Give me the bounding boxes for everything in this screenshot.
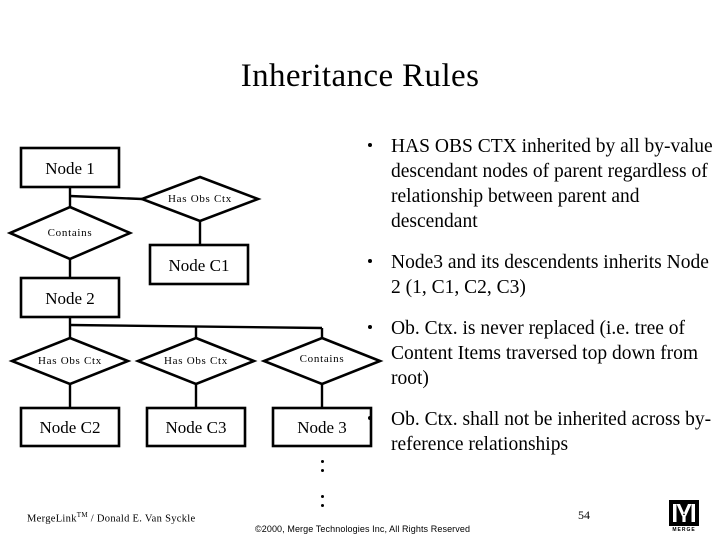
relation-diamond-hasobsctx-3 bbox=[134, 336, 258, 386]
node-label-node2: Node 2 bbox=[45, 289, 95, 308]
node-label-nodec2: Node C2 bbox=[39, 418, 101, 437]
relation-label-hasobsctx-1: Has Obs Ctx bbox=[168, 193, 232, 205]
merge-logo: MERGE bbox=[669, 500, 703, 534]
footer-author: MergeLinkTM / Donald E. Van Syckle bbox=[27, 511, 195, 525]
relation-diamond-hasobsctx-2 bbox=[8, 336, 132, 386]
bullet-item: HAS OBS CTX inherited by all by-value de… bbox=[360, 134, 718, 234]
page-title: Inheritance Rules bbox=[240, 58, 480, 94]
diagram-connectors bbox=[6, 146, 384, 448]
bullet-dot-icon bbox=[368, 416, 372, 420]
bullet-text: Ob. Ctx. is never replaced (i.e. tree of… bbox=[391, 318, 699, 389]
node-box-nodec3 bbox=[145, 406, 247, 448]
node-box-node1 bbox=[19, 146, 121, 189]
relation-diamond-contains-1 bbox=[6, 205, 134, 261]
node-box-node2 bbox=[19, 276, 121, 319]
bullet-text: Ob. Ctx. shall not be inherited across b… bbox=[391, 409, 712, 455]
node-label-nodec1: Node C1 bbox=[168, 256, 230, 275]
ellipsis-mark-2 bbox=[317, 495, 327, 513]
bullet-dot-icon bbox=[368, 259, 372, 263]
bullet-item: Ob. Ctx. shall not be inherited across b… bbox=[360, 407, 718, 457]
node-box-nodec1 bbox=[148, 243, 250, 286]
relation-label-hasobsctx-3: Has Obs Ctx bbox=[164, 355, 228, 367]
footer-author-name: MergeLink bbox=[27, 513, 77, 525]
merge-logo-wordmark: MERGE bbox=[672, 527, 696, 533]
ellipsis-mark-1 bbox=[317, 460, 327, 478]
merge-m-icon bbox=[669, 500, 699, 526]
edge-bus-horizontal bbox=[69, 323, 323, 330]
page-number: 54 bbox=[578, 508, 590, 522]
bullet-text: Node3 and its descendents inherits Node … bbox=[391, 252, 709, 298]
bullet-item: Node3 and its descendents inherits Node … bbox=[360, 250, 718, 300]
bullet-list: HAS OBS CTX inherited by all by-value de… bbox=[360, 134, 718, 473]
entity-relationship-diagram: Node 1 Node C1 Node 2 Node C2 Node C3 No… bbox=[6, 146, 384, 513]
relation-label-contains-2: Contains bbox=[299, 353, 345, 365]
bullet-dot-icon bbox=[368, 143, 372, 147]
bullet-text: HAS OBS CTX inherited by all by-value de… bbox=[391, 136, 713, 232]
edge-node1-hasobsctx1 bbox=[69, 194, 143, 201]
relation-label-hasobsctx-2: Has Obs Ctx bbox=[38, 355, 102, 367]
footer-copyright: ©2000, Merge Technologies Inc, All Right… bbox=[255, 524, 471, 534]
node-label-node1: Node 1 bbox=[45, 159, 95, 178]
bullet-item: Ob. Ctx. is never replaced (i.e. tree of… bbox=[360, 316, 718, 391]
relation-label-contains-1: Contains bbox=[47, 227, 93, 239]
bullet-dot-icon bbox=[368, 325, 372, 329]
node-box-nodec2 bbox=[19, 406, 121, 448]
relation-diamond-contains-2 bbox=[260, 336, 384, 386]
node-box-node3 bbox=[271, 406, 373, 448]
node-label-node3: Node 3 bbox=[297, 418, 347, 437]
relation-diamond-hasobsctx-1 bbox=[138, 175, 262, 223]
node-label-nodec3: Node C3 bbox=[165, 418, 227, 437]
trademark-mark: TM bbox=[76, 511, 88, 519]
footer-author-suffix: / Donald E. Van Syckle bbox=[87, 513, 196, 525]
